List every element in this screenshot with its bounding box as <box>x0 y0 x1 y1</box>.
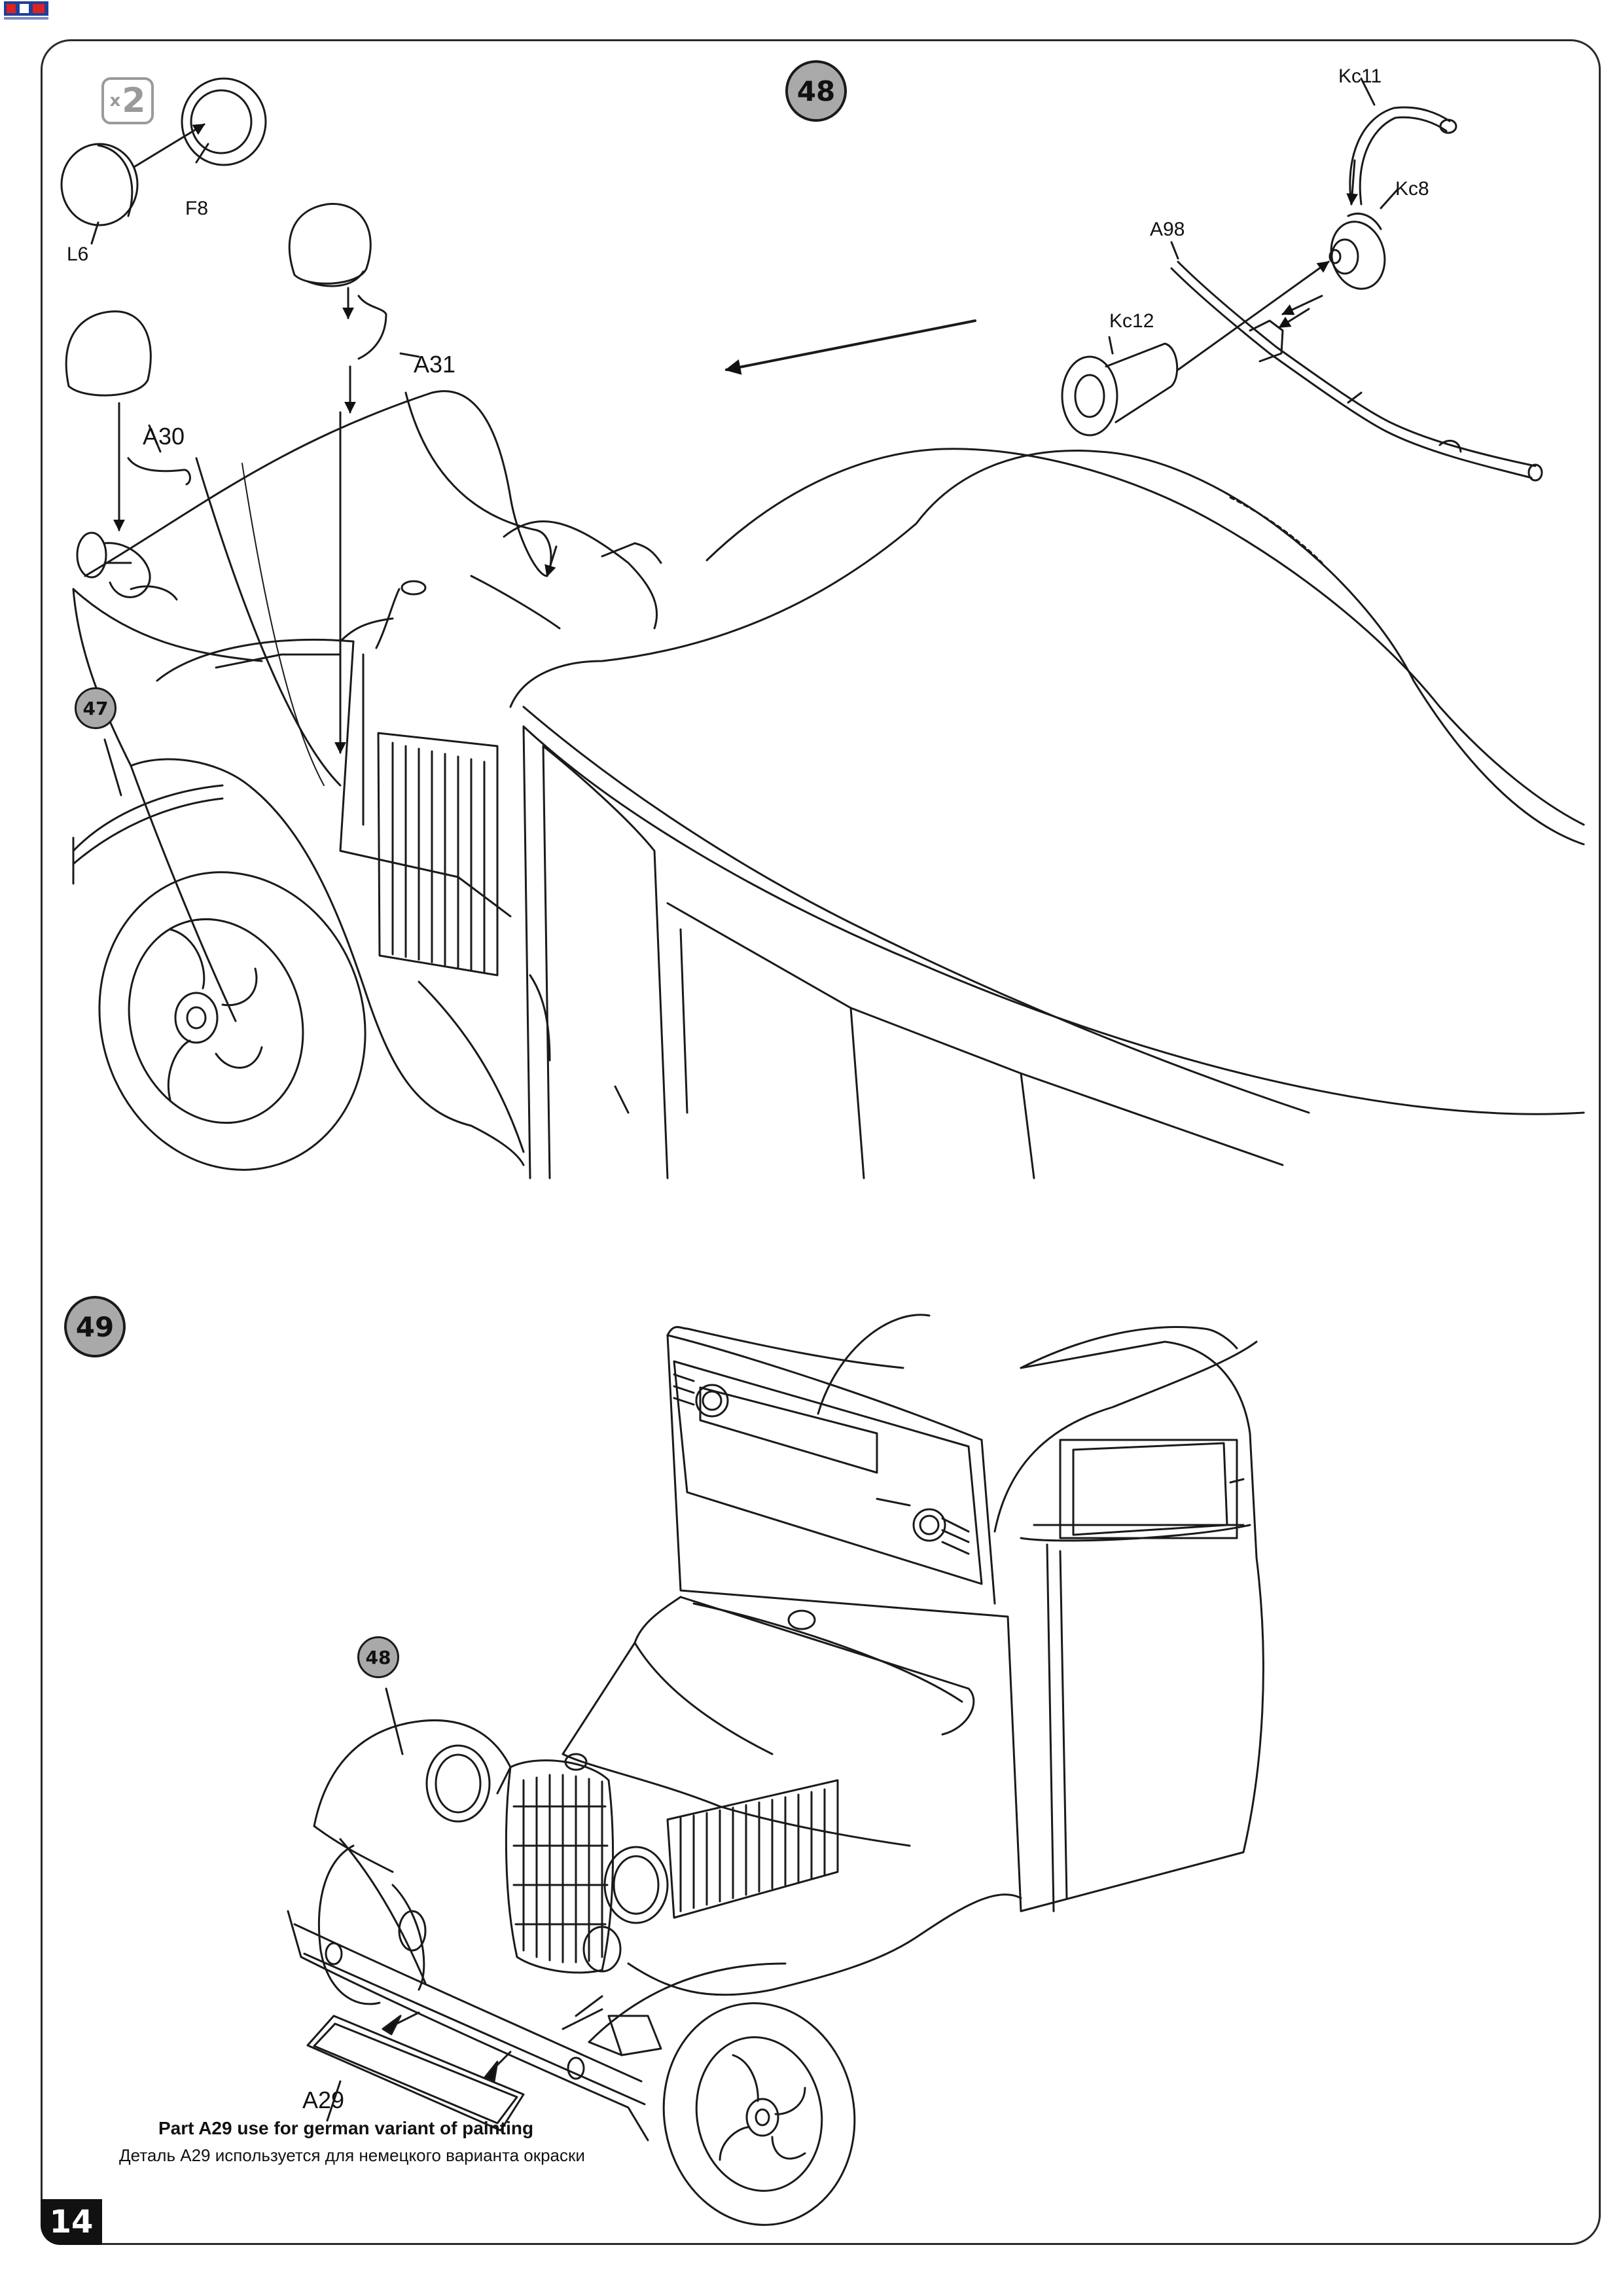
left-wheel-49 <box>318 1844 427 2005</box>
headlight-upper <box>288 202 372 287</box>
radiator-49 <box>505 1759 615 1974</box>
headlight-left <box>65 310 152 397</box>
headlight-reflector-F8 <box>181 77 267 166</box>
right-wheel-49 <box>662 2002 856 2226</box>
part-label-A98: A98 <box>1150 219 1185 240</box>
publisher-logo-icon <box>4 1 48 20</box>
front-bumper <box>287 1910 649 2142</box>
part-label-L6: L6 <box>67 243 89 265</box>
quantity-x: x <box>109 91 121 111</box>
quantity-x2-icon: x 2 <box>101 77 154 124</box>
step-48-badge: 48 <box>785 60 847 122</box>
ref-47-number: 47 <box>82 697 109 719</box>
quantity-count: 2 <box>122 81 146 120</box>
part-label-Kc12: Kc12 <box>1109 310 1154 332</box>
part-label-A29: A29 <box>302 2087 345 2113</box>
left-fender-49 <box>313 1719 512 1827</box>
part-label-A30: A30 <box>143 423 185 450</box>
part-label-Kc11: Kc11 <box>1338 65 1382 87</box>
page-frame <box>41 39 1601 2245</box>
front-wheel <box>98 871 366 1171</box>
ref-step-48-badge: 48 <box>357 1636 399 1678</box>
headlights-49 <box>425 1744 669 1973</box>
note-russian: Деталь A29 используется для немецкого ва… <box>119 2145 585 2165</box>
part-label-Kc8: Kc8 <box>1395 178 1429 200</box>
cab-roof-49 <box>666 1326 904 1369</box>
license-plate-A29 <box>306 2015 525 2132</box>
note-english: Part A29 use for german variant of paint… <box>158 2118 534 2138</box>
front-fender <box>72 588 525 1166</box>
step-49-number: 49 <box>75 1310 115 1343</box>
ref-step-47-badge: 47 <box>75 687 116 729</box>
part-label-A31: A31 <box>414 351 456 378</box>
part-label-F8: F8 <box>185 198 209 219</box>
step-49-badge: 49 <box>64 1296 126 1357</box>
ref-48-number: 48 <box>365 1646 391 1668</box>
headlight-lens-L6 <box>60 143 139 226</box>
mounted-headlight <box>76 531 178 601</box>
radiator-grille <box>377 732 499 977</box>
horn-assembly <box>1061 106 1543 482</box>
hood-louvres <box>666 1779 839 1919</box>
page-number: 14 <box>41 2199 102 2245</box>
cab-roof <box>509 449 1585 846</box>
hood <box>562 1596 911 1847</box>
cab-body <box>666 1334 1264 1912</box>
step-48-number: 48 <box>796 75 836 107</box>
